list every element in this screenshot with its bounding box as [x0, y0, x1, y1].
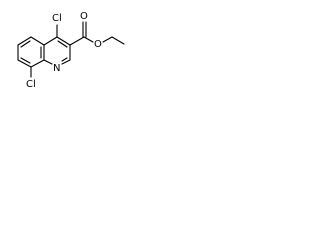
atom-cl-bottom: Cl — [26, 79, 36, 90]
bond-c8-c7-inner — [20, 57, 31, 64]
atom-o-ester: O — [94, 39, 102, 50]
bond-n1-c8a — [43, 59, 53, 65]
bond-c5-c4a — [30, 36, 45, 46]
bond-carbonyl-oester — [83, 36, 94, 43]
bond-c6-c5 — [17, 36, 32, 46]
bond-c6-c5-inner — [20, 40, 31, 48]
bond-c2-n1-inner — [61, 57, 68, 62]
atom-cl-top: Cl — [52, 13, 62, 24]
bond-oester-ch2 — [102, 36, 113, 43]
bond-c3-carbonyl — [69, 36, 85, 46]
bond-c4-c3-inner — [57, 40, 68, 48]
bond-ch2-ch3 — [111, 36, 125, 45]
chemical-structure: Cl Cl N O O — [17, 11, 125, 90]
atom-o-carbonyl: O — [80, 11, 88, 22]
bond-c4a-c4 — [43, 36, 58, 46]
bond-c8-c7 — [17, 59, 32, 68]
bond-c2-n1 — [61, 59, 71, 65]
bond-c4-c3 — [56, 36, 71, 46]
bond-c8a-c8 — [30, 59, 45, 68]
atom-n-ring: N — [53, 63, 60, 74]
